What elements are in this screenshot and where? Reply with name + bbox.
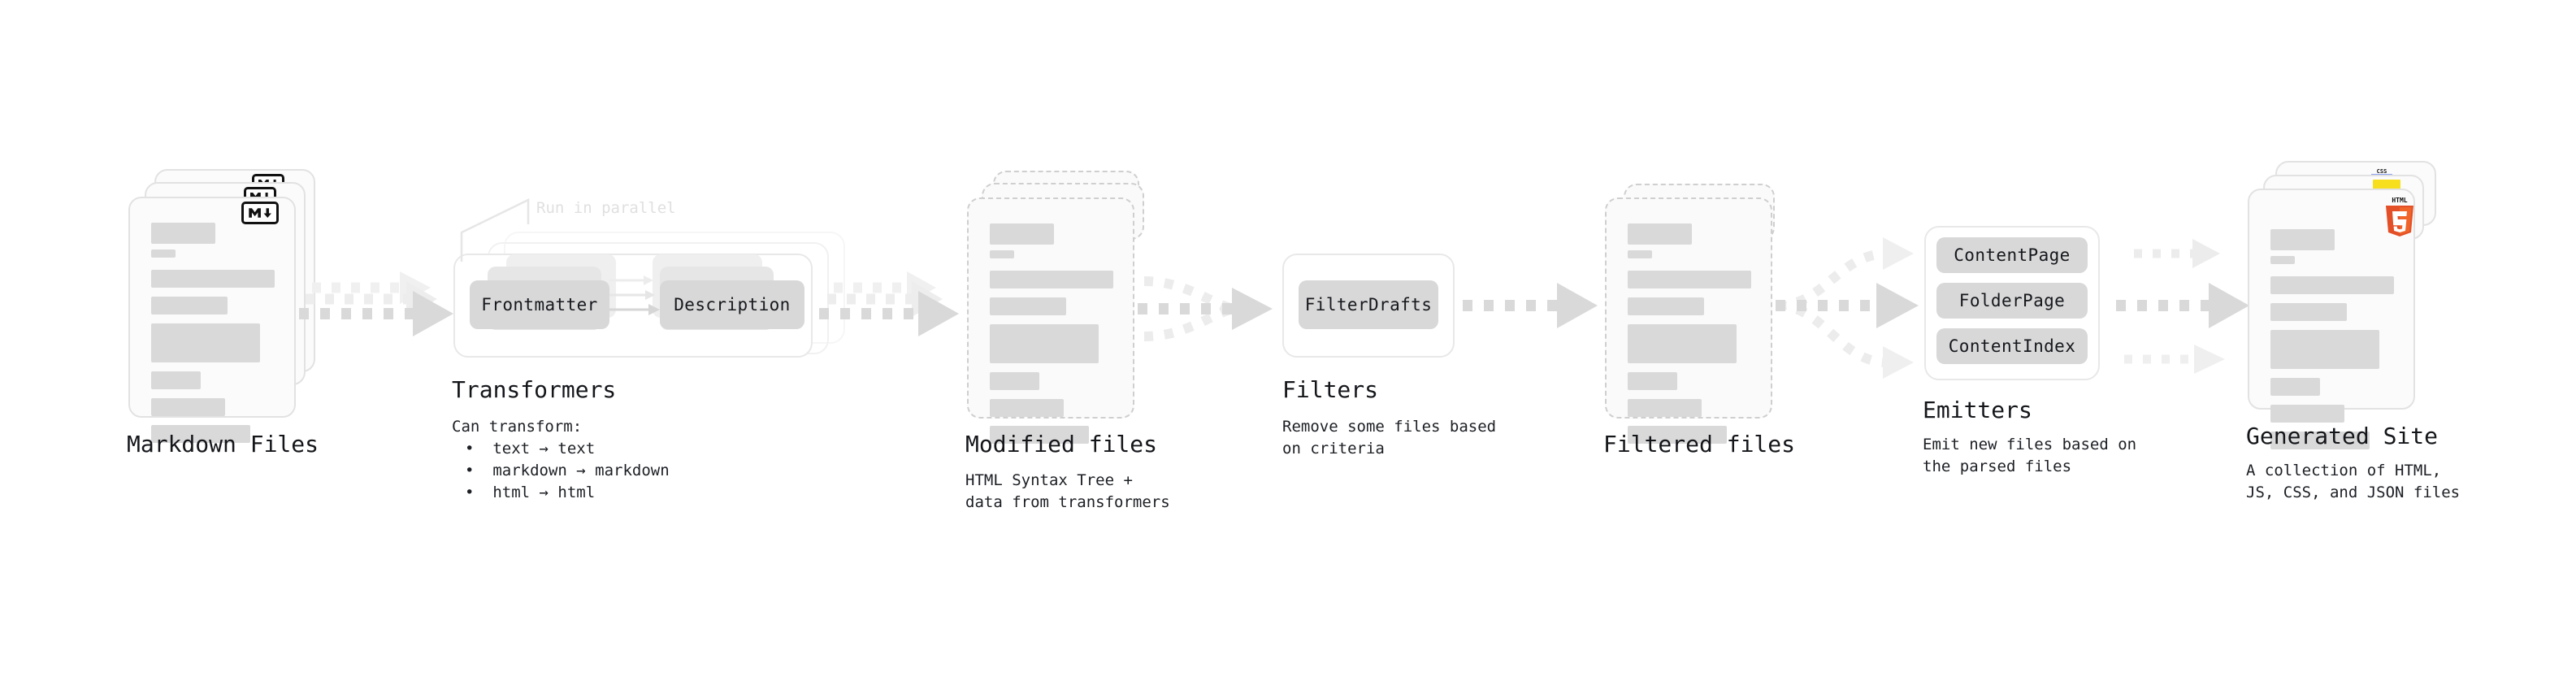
run-in-parallel-bracket xyxy=(460,197,530,262)
stage-desc-transformers: Can transform: xyxy=(452,418,583,436)
connector-transformers-to-modified xyxy=(819,271,959,336)
placeholder-bar xyxy=(2270,276,2394,294)
bullet-text: text → text xyxy=(492,440,596,458)
placeholder-bar xyxy=(2270,256,2296,264)
stage-title-markdown-files: Markdown Files xyxy=(127,431,319,458)
transformer-inner-arrows xyxy=(605,275,660,315)
placeholder-bar xyxy=(990,250,1015,258)
stage-title-filters: Filters xyxy=(1282,376,1379,403)
placeholder-bar xyxy=(1628,426,1727,444)
stage-desc-filters: Remove some files based on criteria xyxy=(1282,418,1497,458)
placeholder-bar xyxy=(151,398,226,416)
svg-text:HTML: HTML xyxy=(2392,197,2407,204)
connector-filters-to-filtered xyxy=(1463,283,1598,328)
stage-title-transformers: Transformers xyxy=(452,376,617,403)
stage-title-modified-files: Modified files xyxy=(965,431,1158,458)
placeholder-bar xyxy=(990,271,1113,288)
placeholder-bar xyxy=(2270,378,2320,396)
placeholder-bar xyxy=(1628,297,1705,315)
modified-card-content xyxy=(990,223,1113,453)
connector-emitters-to-site xyxy=(2116,239,2249,374)
svg-text:CSS: CSS xyxy=(2377,168,2387,175)
placeholder-bar xyxy=(1628,223,1693,245)
placeholder-bar xyxy=(151,270,275,288)
placeholder-bar xyxy=(151,371,201,389)
placeholder-bar xyxy=(151,223,216,244)
transformers-chip-frontmatter[interactable]: Frontmatter xyxy=(470,280,609,329)
filters-chip-filterdrafts[interactable]: FilterDrafts xyxy=(1299,280,1438,329)
emitters-chip-contentpage[interactable]: ContentPage xyxy=(1936,237,2088,273)
placeholder-bar xyxy=(990,297,1067,315)
filtered-card-front xyxy=(1605,197,1772,444)
filtered-card-content xyxy=(1628,223,1751,453)
transformers-bullet-0: • text → text xyxy=(465,440,596,458)
markdown-card-front xyxy=(128,197,296,443)
transformers-bullet-2: • html → html xyxy=(465,484,596,501)
connector-modified-to-filters xyxy=(1138,276,1273,341)
placeholder-bar xyxy=(151,323,260,362)
placeholder-bar xyxy=(990,426,1089,444)
stage-title-generated-site: Generated Site xyxy=(2246,423,2439,449)
stage-desc-emitters: Emit new files based on the parsed files xyxy=(1923,436,2137,475)
placeholder-bar xyxy=(1628,271,1751,288)
placeholder-bar xyxy=(151,297,228,314)
bullet-text: markdown → markdown xyxy=(492,462,670,479)
transformers-bullet-1: • markdown → markdown xyxy=(465,462,670,479)
modified-card-front xyxy=(967,197,1134,444)
markdown-icon xyxy=(241,202,279,224)
placeholder-bar xyxy=(990,324,1099,363)
markdown-card-content xyxy=(151,223,275,452)
placeholder-bar xyxy=(2270,330,2379,369)
site-card-content xyxy=(2270,229,2394,458)
placeholder-bar xyxy=(1628,250,1653,258)
placeholder-bar xyxy=(1628,372,1677,390)
html5-icon: HTML xyxy=(2381,195,2418,237)
emitters-chip-folderpage[interactable]: FolderPage xyxy=(1936,283,2088,319)
placeholder-bar xyxy=(990,223,1055,245)
stage-desc-modified-files: HTML Syntax Tree + data from transformer… xyxy=(965,471,1170,511)
placeholder-bar xyxy=(2270,432,2370,449)
transformers-chip-description[interactable]: Description xyxy=(660,280,804,329)
site-card-front xyxy=(2248,189,2415,449)
stage-title-filtered-files: Filtered files xyxy=(1603,431,1796,458)
placeholder-bar xyxy=(990,372,1039,390)
stage-title-emitters: Emitters xyxy=(1923,397,2032,423)
placeholder-bar xyxy=(2270,303,2348,321)
placeholder-bar xyxy=(990,399,1065,417)
connector-filtered-to-emitters xyxy=(1776,237,1919,379)
placeholder-bar xyxy=(1628,399,1702,417)
css-icon: CSS xyxy=(2370,165,2394,176)
emitters-chip-contentindex[interactable]: ContentIndex xyxy=(1936,328,2088,364)
placeholder-bar xyxy=(1628,324,1737,363)
placeholder-bar xyxy=(2270,405,2345,423)
stage-desc-generated-site: A collection of HTML, JS, CSS, and JSON … xyxy=(2246,462,2461,501)
placeholder-bar xyxy=(2270,229,2335,250)
run-in-parallel-label: Run in parallel xyxy=(536,199,676,217)
placeholder-bar xyxy=(151,249,176,258)
placeholder-bar xyxy=(151,425,250,443)
connector-markdown-to-transformers xyxy=(299,271,453,336)
bullet-text: html → html xyxy=(492,484,596,501)
